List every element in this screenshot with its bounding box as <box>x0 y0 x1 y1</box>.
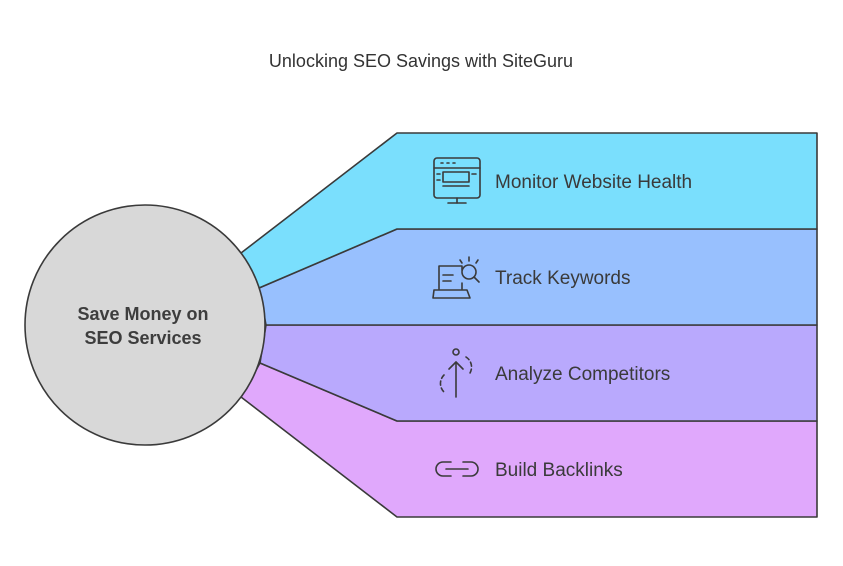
item-label-analyze-competitors: Analyze Competitors <box>495 364 670 385</box>
diagram-title: Unlocking SEO Savings with SiteGuru <box>269 51 573 71</box>
link-icon <box>435 461 479 477</box>
item-label-track-keywords: Track Keywords <box>495 268 631 289</box>
monitor-icon <box>433 157 481 204</box>
center-label-line2: SEO Services <box>84 328 201 348</box>
laptop-search-icon <box>432 256 480 299</box>
center-circle <box>24 204 266 446</box>
arrow-up-dashed-circle-icon <box>439 348 473 398</box>
center-label-line1: Save Money on <box>77 304 208 324</box>
item-label-monitor-website-health: Monitor Website Health <box>495 172 692 193</box>
item-label-build-backlinks: Build Backlinks <box>495 460 623 481</box>
